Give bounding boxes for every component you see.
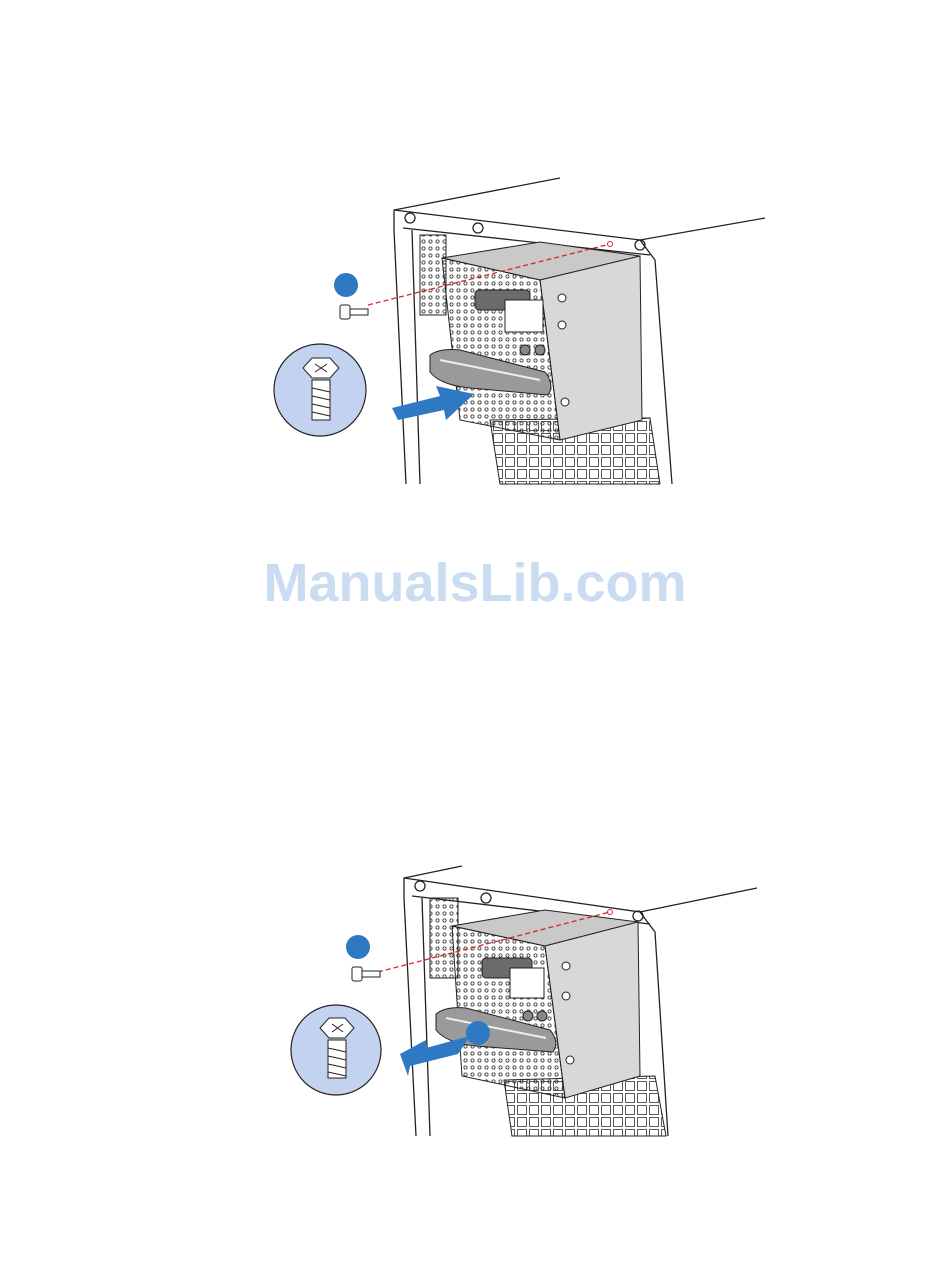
screw-detail-icon	[274, 344, 366, 436]
watermark: ManualsLib.com	[0, 552, 950, 614]
remove-arrow-icon	[400, 1036, 470, 1076]
power-supply-module	[430, 242, 642, 440]
figure-remove-power-supply	[0, 840, 950, 1276]
figure-install-power-supply	[0, 0, 950, 520]
screw-icon	[340, 305, 368, 319]
callout-marker-1	[346, 935, 370, 959]
chassis-vent-panel	[420, 235, 446, 315]
psu-install-illustration	[0, 0, 950, 520]
callout-marker-2	[466, 1021, 490, 1045]
psu-remove-illustration	[0, 840, 950, 1276]
screw-detail-icon	[291, 1005, 381, 1095]
power-supply-module	[436, 910, 640, 1098]
screw-icon	[352, 967, 380, 981]
callout-marker-1	[334, 273, 358, 297]
